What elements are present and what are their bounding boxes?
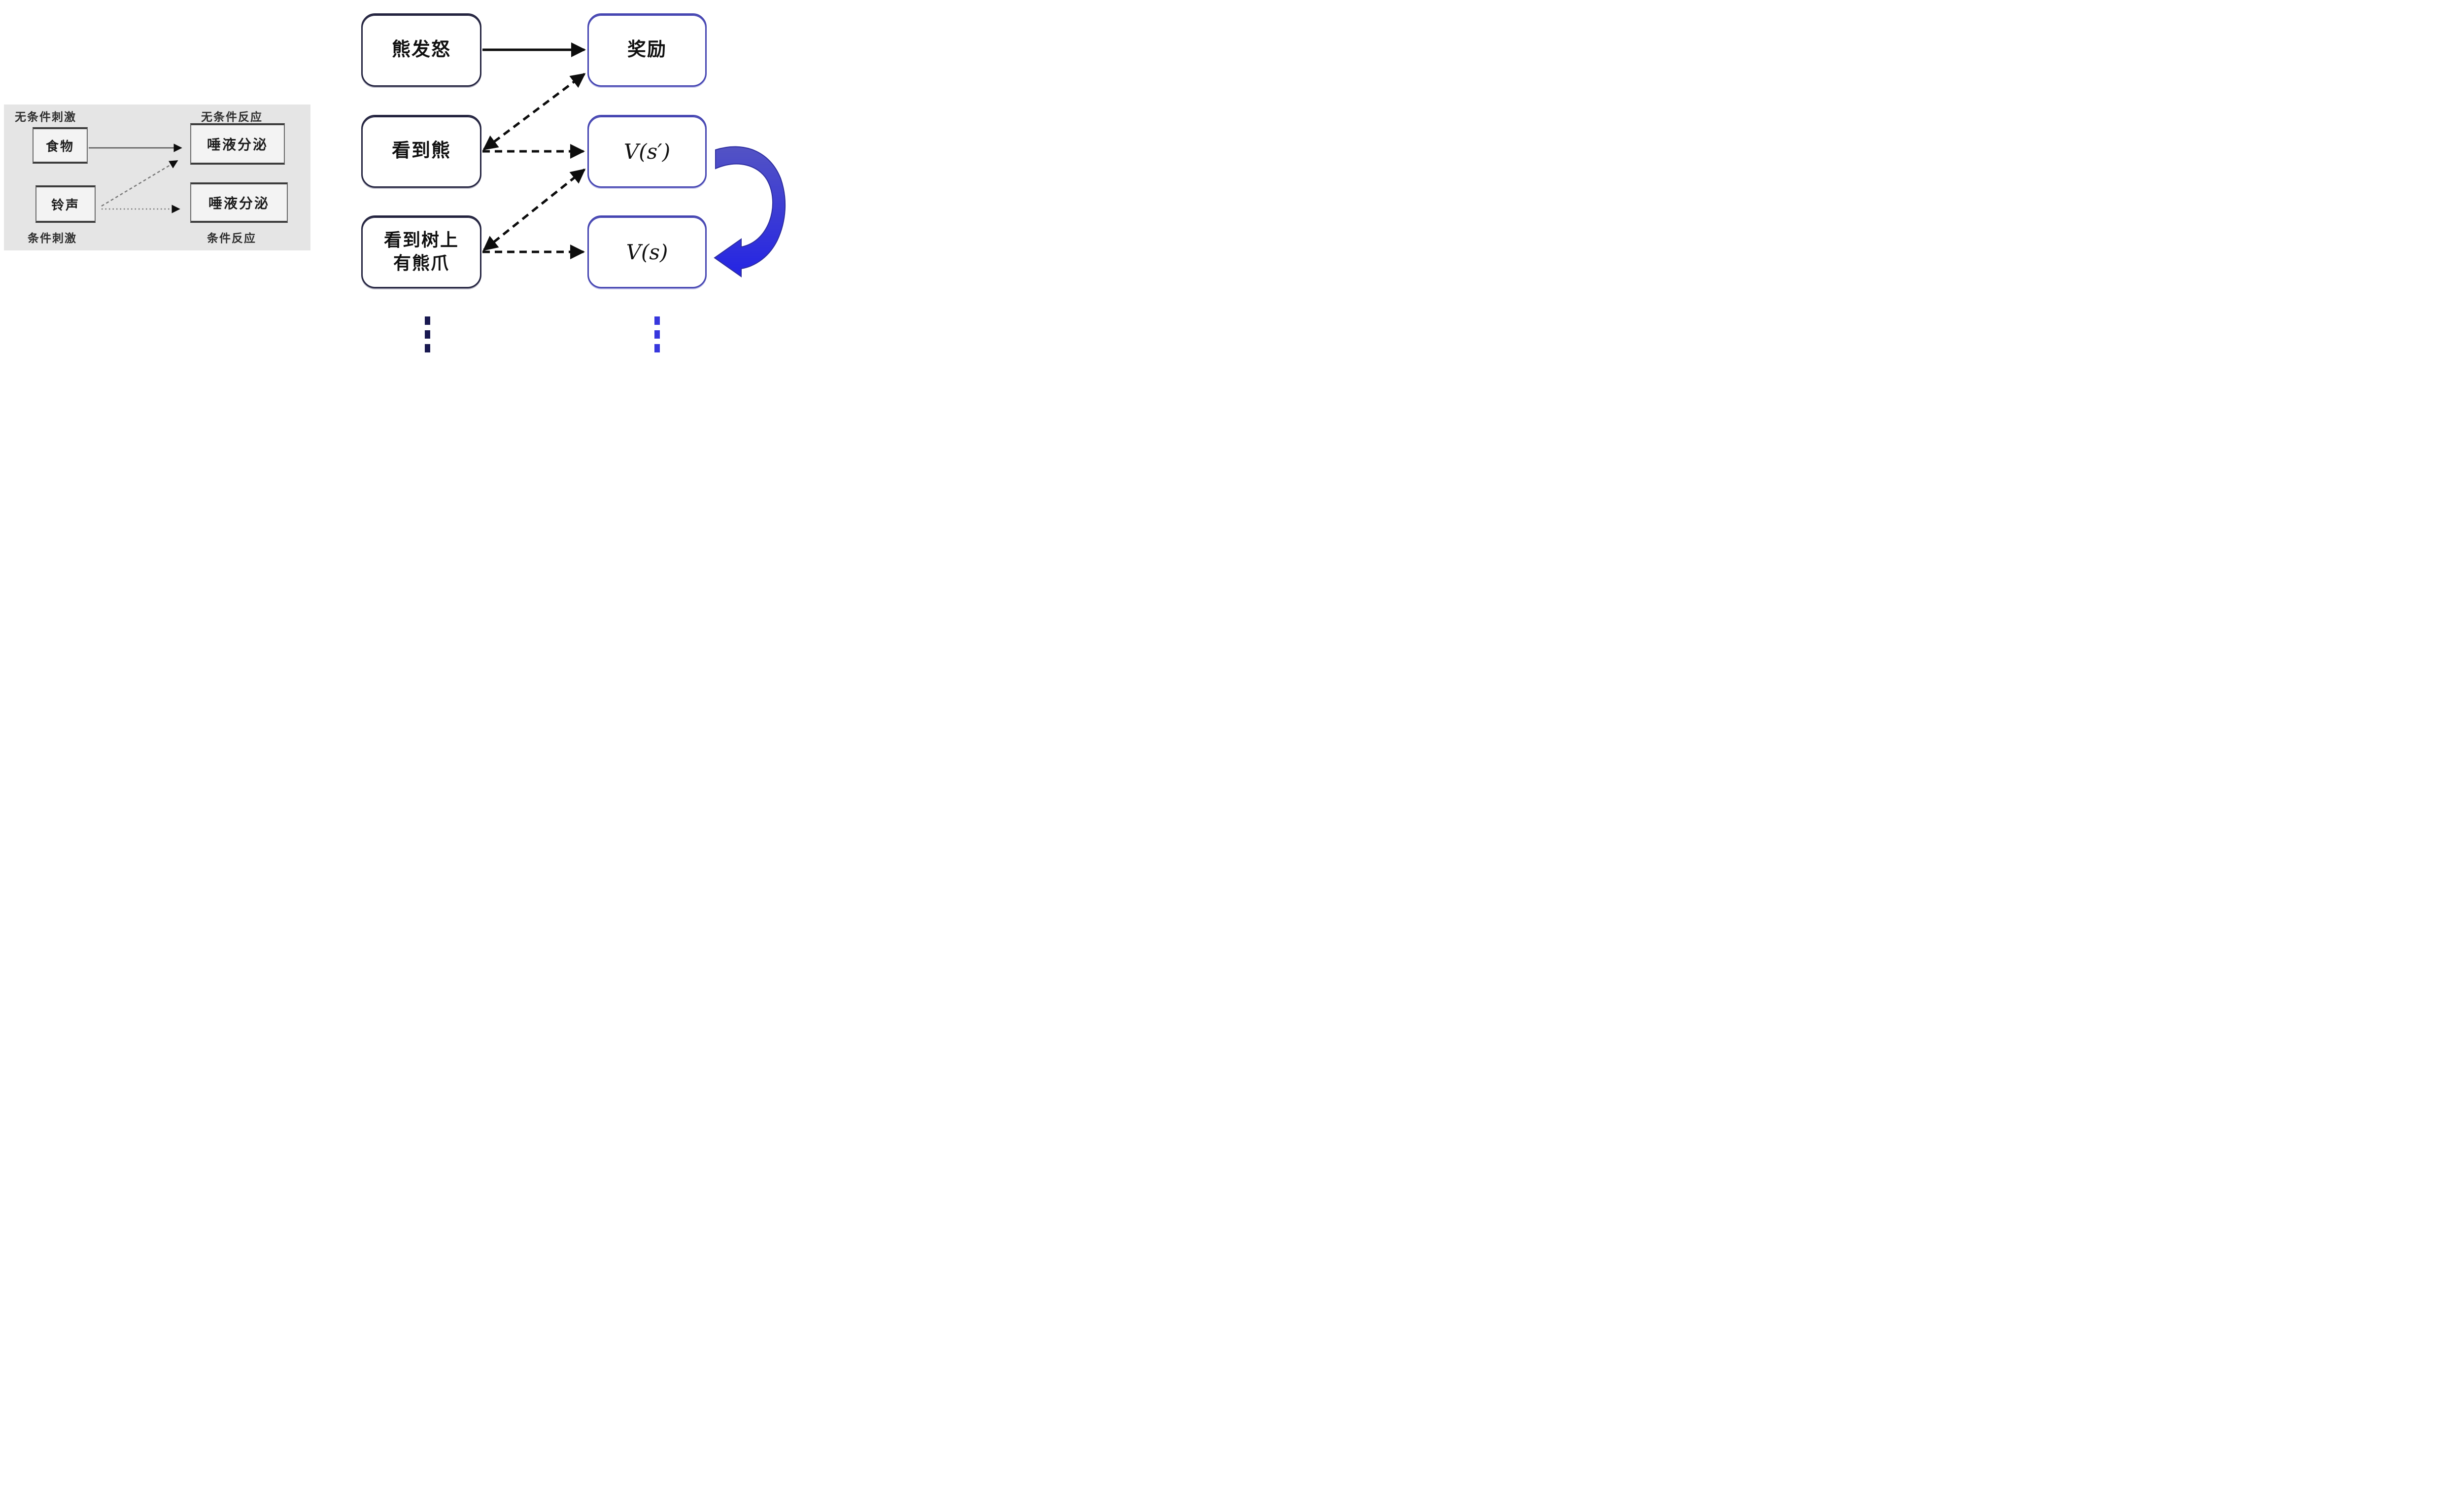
box-see-bear-claw-line2: 有熊爪 [393, 253, 449, 273]
loop-arrow-ribbon [714, 146, 786, 278]
box-bear-angry-label: 熊发怒 [391, 39, 451, 60]
box-see-bear-claw: 看到树上 有熊爪 [361, 215, 481, 288]
ellipsis-dash [654, 344, 660, 352]
box-see-bear-label: 看到熊 [391, 140, 451, 162]
ellipsis-dash [425, 330, 430, 339]
box-bell: 铃声 [35, 185, 96, 223]
classical-conditioning-panel: 无条件刺激 无条件反应 食物 唾液分泌 铃声 唾液分泌 条件刺激 条件反应 [4, 105, 310, 250]
ellipsis-dash [425, 344, 430, 352]
box-bear-angry: 熊发怒 [361, 13, 481, 87]
ellipsis-dash [654, 316, 660, 325]
arrow-see-bear-reward-diagonal [482, 73, 586, 150]
arrow-see-claw-vs-prime-diagonal [482, 169, 586, 251]
box-value-next-state: V(s′) [587, 115, 707, 188]
arrow-bell-to-salivation-top [101, 160, 178, 207]
box-reward: 奖励 [587, 13, 707, 87]
box-see-bear-claw-line1: 看到树上 [383, 230, 459, 250]
box-salivation-top: 唾液分泌 [190, 123, 285, 165]
box-value-next-state-label: V(s′) [623, 139, 671, 164]
box-reward-label: 奖励 [627, 39, 667, 60]
slide-canvas: 无条件刺激 无条件反应 食物 唾液分泌 铃声 唾液分泌 条件刺激 条件反应 熊发… [0, 0, 788, 357]
box-salivation-bottom: 唾液分泌 [190, 182, 288, 223]
label-conditioned-stimulus: 条件刺激 [28, 232, 77, 244]
box-value-state-label: V(s) [626, 240, 668, 264]
label-conditioned-response: 条件反应 [207, 232, 256, 244]
label-unconditioned-response: 无条件反应 [201, 110, 263, 123]
ellipsis-stimulus-column [425, 316, 430, 352]
ellipsis-dash [654, 330, 660, 339]
label-unconditioned-stimulus: 无条件刺激 [15, 110, 76, 123]
box-food: 食物 [33, 127, 88, 164]
box-value-state: V(s) [587, 215, 707, 288]
box-see-bear: 看到熊 [361, 115, 481, 188]
ellipsis-value-column [654, 316, 660, 352]
value-update-loop-arrow [714, 146, 786, 278]
ellipsis-dash [425, 316, 430, 325]
